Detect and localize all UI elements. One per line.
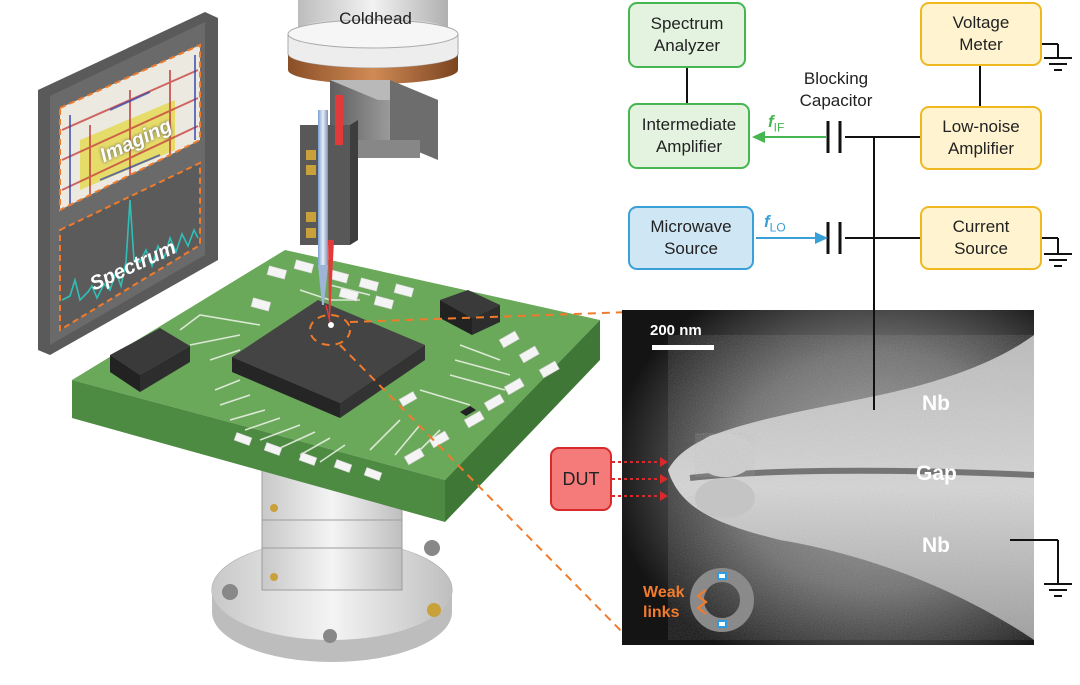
coldhead-label: Coldhead: [339, 9, 412, 28]
intermediate-amplifier-box: Intermediate Amplifier: [628, 103, 750, 169]
spectrum-plot: [59, 161, 201, 332]
gap-label: Gap: [916, 462, 957, 485]
voltage-meter-box: Voltage Meter: [920, 2, 1042, 66]
circuit-wires: [686, 43, 1072, 597]
f-if-sub: IF: [773, 120, 785, 135]
microwave-source-box: Microwave Source: [628, 206, 754, 270]
pcb-board: [72, 250, 600, 522]
sample-stage-base: [211, 469, 453, 662]
dut-box: DUT: [550, 447, 612, 511]
coldhead-assembly: [287, 0, 459, 328]
imaging-map: [59, 43, 201, 212]
nb-bottom-label: Nb: [922, 534, 950, 557]
dut-arrows: [612, 461, 662, 497]
f-if-main: f: [768, 112, 774, 131]
f-if-label: fIF: [768, 112, 784, 134]
f-lo-label: fLO: [764, 212, 786, 234]
blocking-capacitor-label: Blocking Capacitor: [799, 69, 873, 110]
spectrum-analyzer-box: Spectrum Analyzer: [628, 2, 746, 68]
zoom-lines: [309, 311, 631, 641]
lo-signal-arrow: [756, 232, 828, 244]
scale-bar: [652, 345, 714, 350]
f-lo-sub: LO: [769, 220, 786, 235]
scale-bar-label: 200 nm: [650, 322, 702, 339]
if-signal-arrow: [752, 131, 826, 143]
display-panel: [38, 12, 218, 355]
nb-top-label: Nb: [922, 392, 950, 415]
sem-image: [622, 310, 1035, 645]
weak-links-label: Weak links: [643, 584, 685, 621]
weak-links-inset: [690, 568, 754, 632]
f-lo-main: f: [764, 212, 770, 231]
low-noise-amplifier-box: Low-noise Amplifier: [920, 106, 1042, 170]
current-source-box: Current Source: [920, 206, 1042, 270]
